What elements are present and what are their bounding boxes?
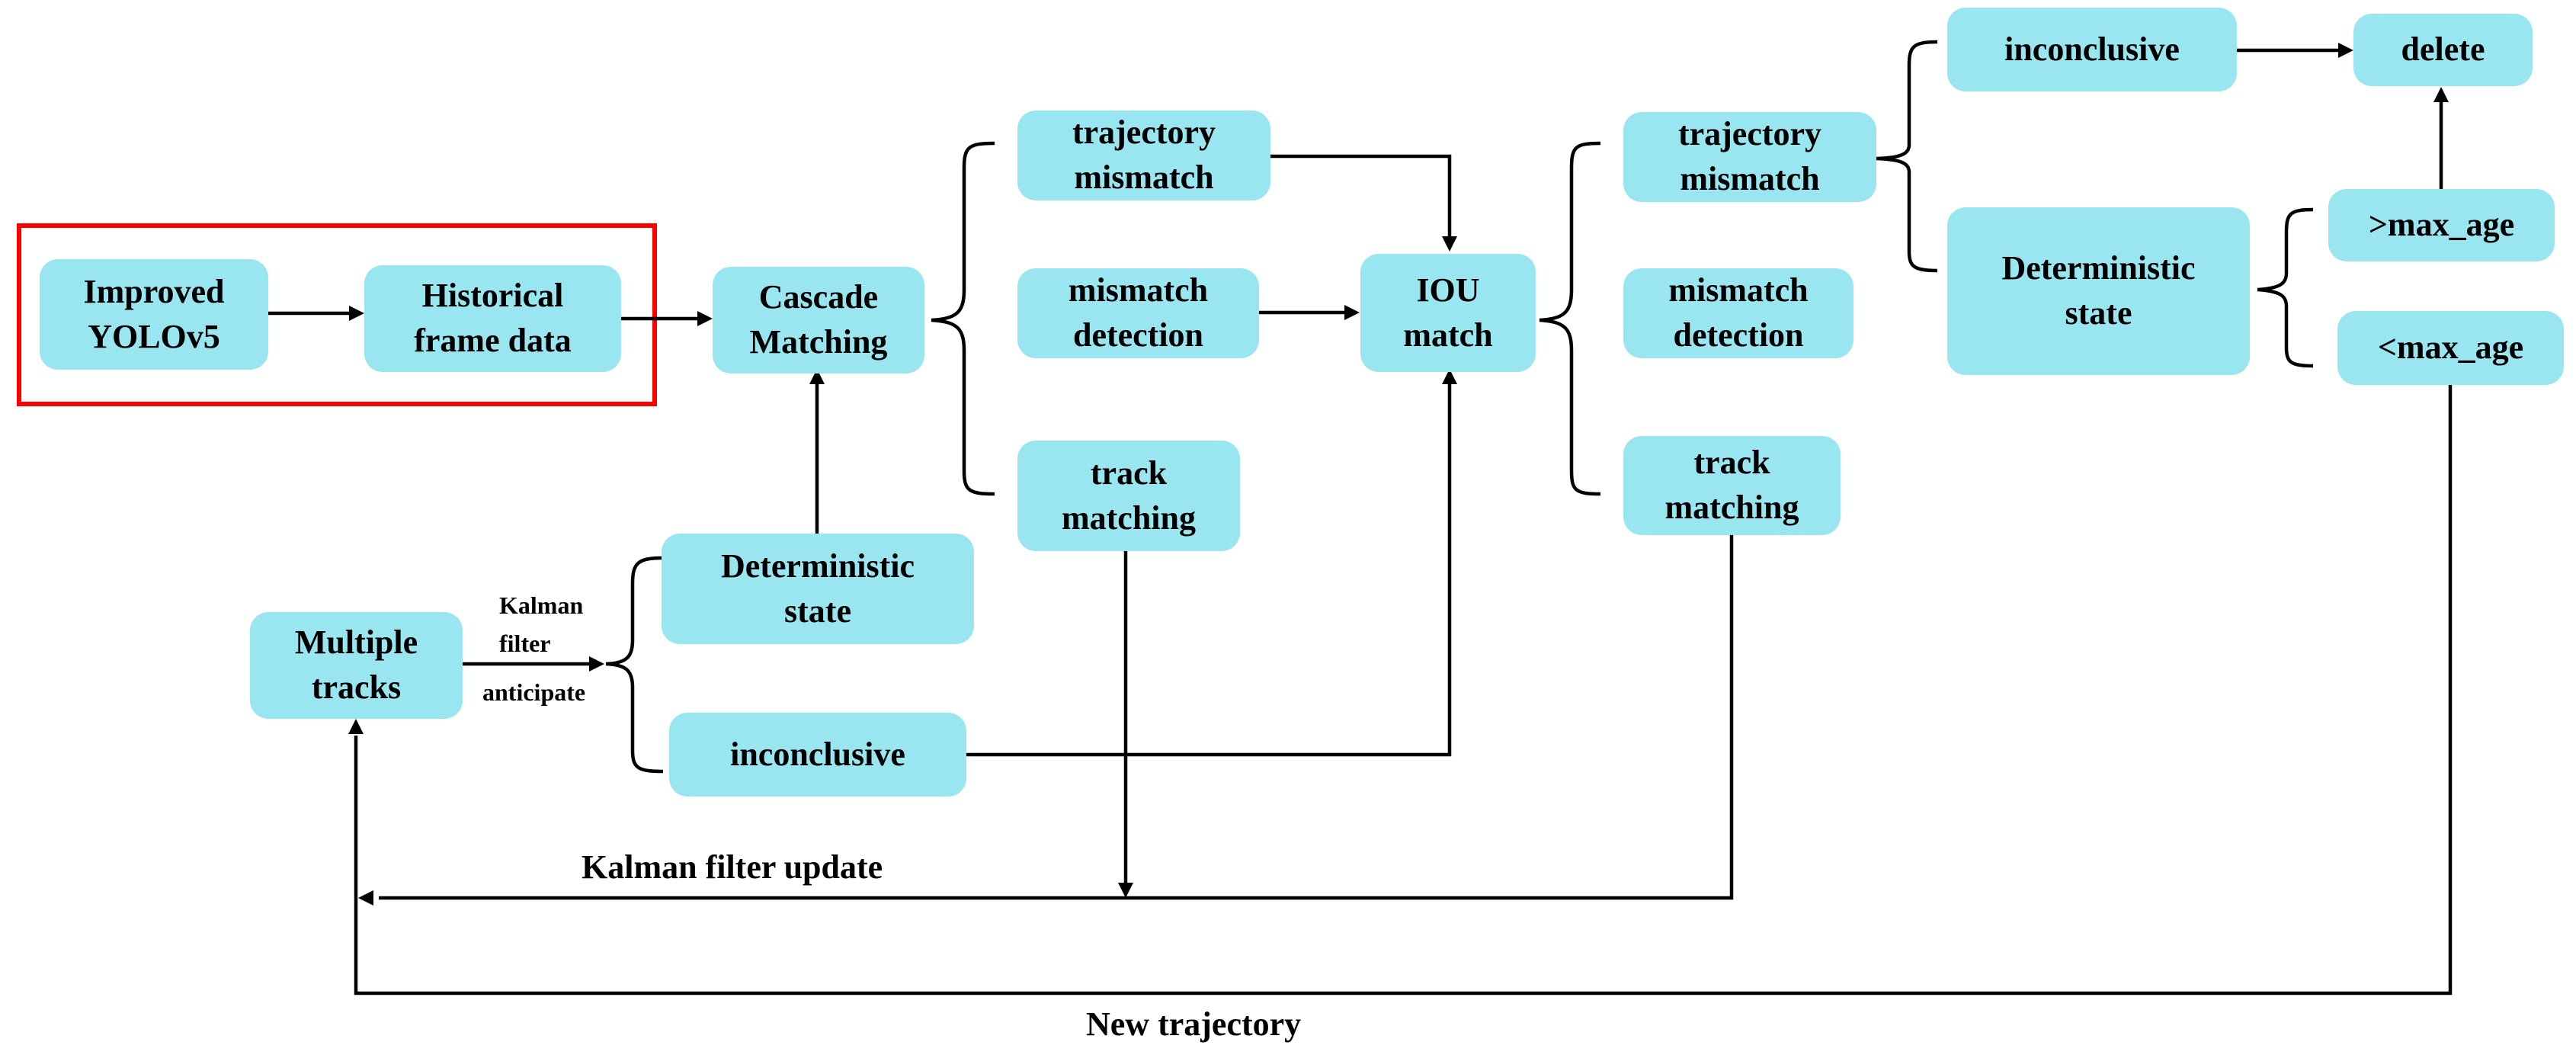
node-label: Cascade Matching bbox=[749, 278, 888, 361]
node-deterministic-state-left: Deterministic state bbox=[662, 534, 974, 644]
brace-iou bbox=[1539, 141, 1601, 496]
node-label: Deterministic state bbox=[2001, 249, 2196, 332]
node-label: >max_age bbox=[2368, 206, 2515, 244]
node-lt-max-age: <max_age bbox=[2337, 311, 2564, 385]
arrowhead bbox=[1118, 883, 1133, 898]
edge-trajmismatch-to-iou bbox=[1270, 154, 1452, 238]
arrowhead bbox=[589, 656, 604, 672]
node-label: track matching bbox=[1664, 444, 1799, 526]
node-improved-yolov5: Improved YOLOv5 bbox=[40, 259, 268, 370]
node-label: delete bbox=[2401, 30, 2485, 69]
node-label: <max_age bbox=[2377, 329, 2524, 367]
node-inconclusive-top: inconclusive bbox=[1947, 8, 2237, 91]
node-track-matching-1: track matching bbox=[1017, 441, 1240, 551]
node-cascade-matching: Cascade Matching bbox=[713, 267, 924, 374]
arrowhead bbox=[1344, 305, 1360, 320]
detector-highlight-box bbox=[17, 223, 657, 406]
node-label: track matching bbox=[1062, 454, 1196, 537]
arrowhead bbox=[349, 306, 364, 321]
label-kalman-filter-update: Kalman filter update bbox=[582, 848, 883, 886]
node-delete: delete bbox=[2353, 14, 2533, 86]
label-kalman-filter: Kalman filter bbox=[499, 592, 584, 657]
arrowhead bbox=[348, 719, 364, 734]
node-historical-frame-data: Historical frame data bbox=[364, 265, 621, 372]
arrowhead bbox=[697, 311, 713, 326]
node-mismatch-detection-2: mismatch detection bbox=[1623, 268, 1854, 358]
node-label: Deterministic state bbox=[720, 547, 915, 630]
node-gt-max-age: >max_age bbox=[2328, 189, 2555, 261]
node-label: IOU match bbox=[1403, 271, 1493, 354]
node-trajectory-mismatch-2: trajectory mismatch bbox=[1623, 112, 1876, 202]
arrowhead bbox=[358, 890, 373, 906]
node-label: mismatch detection bbox=[1668, 271, 1809, 354]
node-iou-match: IOU match bbox=[1360, 254, 1536, 372]
edge-new-trajectory bbox=[354, 385, 2453, 995]
node-label: inconclusive bbox=[730, 735, 905, 773]
arrowhead bbox=[809, 369, 825, 384]
node-track-matching-2: track matching bbox=[1623, 436, 1841, 535]
node-inconclusive-bottom: inconclusive bbox=[669, 713, 966, 797]
brace-tracks bbox=[605, 556, 664, 774]
node-deterministic-state-right: Deterministic state bbox=[1947, 207, 2250, 375]
node-label: trajectory mismatch bbox=[1677, 115, 1822, 197]
label-new-trajectory: New trajectory bbox=[1086, 1005, 1302, 1043]
edge-kalman-update bbox=[379, 535, 1734, 900]
node-mismatch-detection-1: mismatch detection bbox=[1017, 268, 1259, 358]
arrowhead bbox=[2338, 43, 2353, 58]
brace-deterministic bbox=[2257, 207, 2314, 368]
brace-cascade bbox=[931, 141, 995, 496]
node-label: Multiple tracks bbox=[294, 624, 418, 706]
node-label: mismatch detection bbox=[1068, 271, 1209, 354]
edge-inconclusive-to-iou bbox=[966, 383, 1452, 757]
node-multiple-tracks: Multiple tracks bbox=[250, 612, 463, 719]
node-label: inconclusive bbox=[2004, 30, 2180, 68]
node-trajectory-mismatch-1: trajectory mismatch bbox=[1017, 111, 1270, 200]
node-label: Historical frame data bbox=[414, 277, 572, 359]
arrowhead bbox=[1442, 236, 1457, 252]
label-anticipate: anticipate bbox=[482, 678, 586, 706]
brace-trajmismatch bbox=[1876, 40, 1938, 273]
node-label: Improved YOLOv5 bbox=[83, 272, 225, 355]
node-label: trajectory mismatch bbox=[1072, 114, 1216, 196]
arrowhead bbox=[1442, 369, 1457, 384]
arrowhead bbox=[2433, 87, 2449, 102]
